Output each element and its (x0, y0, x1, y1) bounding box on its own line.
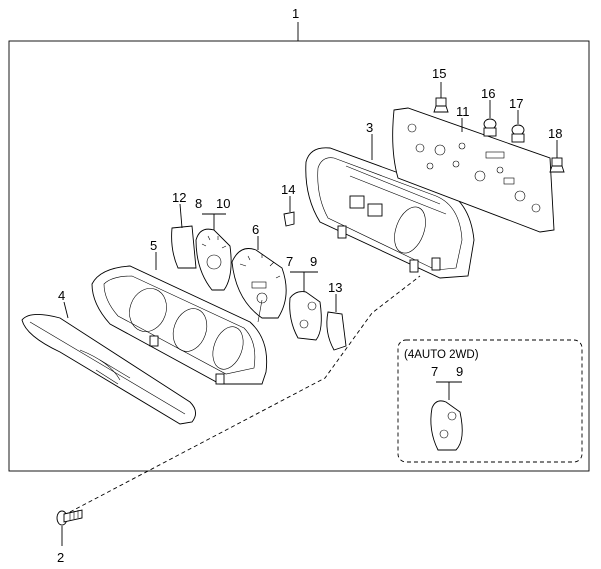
callout-3: 3 (366, 120, 373, 135)
callout-12: 12 (172, 190, 186, 205)
part-16-bulb (483, 118, 497, 137)
part-18-bulb (549, 157, 565, 173)
part-15-bulb (433, 97, 449, 113)
part-7-9-gauge-plate (289, 291, 322, 341)
callout-2: 2 (57, 550, 64, 565)
variant-box-label: (4AUTO 2WD) (404, 349, 479, 361)
callout-11: 11 (456, 104, 470, 119)
callout-10: 10 (216, 196, 230, 211)
leader-7-9 (290, 271, 318, 292)
part-17-bulb (511, 124, 525, 143)
part-2-screw (56, 509, 83, 526)
callout-16: 16 (481, 86, 495, 101)
callout-9: 9 (310, 254, 317, 269)
leader-8-10 (202, 213, 226, 230)
part-14-clip (283, 211, 295, 227)
part-8-10-tachometer (195, 228, 232, 291)
callout-15: 15 (432, 66, 446, 81)
callout-4: 4 (58, 288, 65, 303)
leader-4 (63, 301, 69, 319)
callout-7: 7 (286, 254, 293, 269)
callout-13: 13 (328, 280, 342, 295)
part-3-housing (305, 147, 475, 279)
callout-17: 17 (509, 96, 523, 111)
part-13-plate (326, 311, 347, 351)
part-6-speedometer (231, 248, 287, 323)
variant-callout-9: 9 (456, 364, 463, 379)
callout-18: 18 (548, 126, 562, 141)
callout-5: 5 (150, 238, 157, 253)
assembly-frame (8, 40, 590, 472)
part-12-plate (171, 225, 197, 269)
variant-leader-7-9 (436, 381, 462, 400)
variant-box (397, 339, 583, 463)
variant-gauge-plate (430, 400, 463, 451)
leader-12 (179, 203, 183, 229)
part-5-bezel (91, 265, 268, 385)
part-11-circuit-board (392, 107, 555, 233)
callout-1: 1 (292, 6, 299, 21)
callout-6: 6 (252, 222, 259, 237)
part-4-lens (21, 314, 196, 425)
callout-8: 8 (195, 196, 202, 211)
callout-14: 14 (281, 182, 295, 197)
variant-callout-7: 7 (431, 364, 438, 379)
